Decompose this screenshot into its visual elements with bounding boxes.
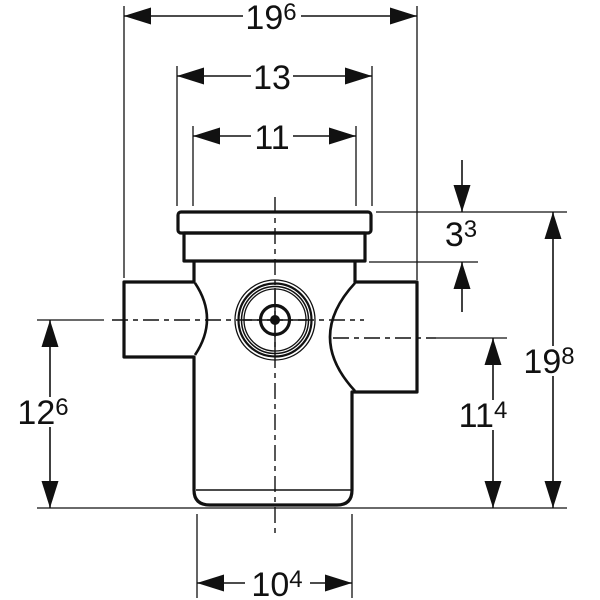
dimension-lines [41,7,562,592]
dim-label-outlet-width: 104 [251,566,302,600]
fitting-front-view [122,210,419,507]
dimension-flange-height [453,160,471,312]
flange-lower-section [182,231,367,263]
dim-label-flange-width: 13 [253,59,291,97]
body-outline [122,261,419,507]
dim-label-flange-height: 33 [445,216,477,254]
left-inlet-intersection-curve [193,282,209,356]
dim-label-left-inlet-height: 126 [17,394,68,432]
dimension-labels: 196 13 11 33 198 114 126 104 [17,0,574,600]
port-outer-circle [234,279,316,361]
inspection-port [234,279,316,361]
label-backgrounds [16,3,578,599]
dim-label-right-outlet-height: 114 [459,397,508,435]
dim-label-overall-width: 196 [245,0,296,37]
port-ring-2 [240,285,310,355]
right-outlet-intersection-curve [328,282,356,392]
extension-lines [37,6,567,598]
dim-label-body-width: 11 [254,119,289,157]
port-ring-1 [237,282,313,358]
dim-label-overall-height: 198 [523,343,574,381]
centerlines [112,197,436,534]
